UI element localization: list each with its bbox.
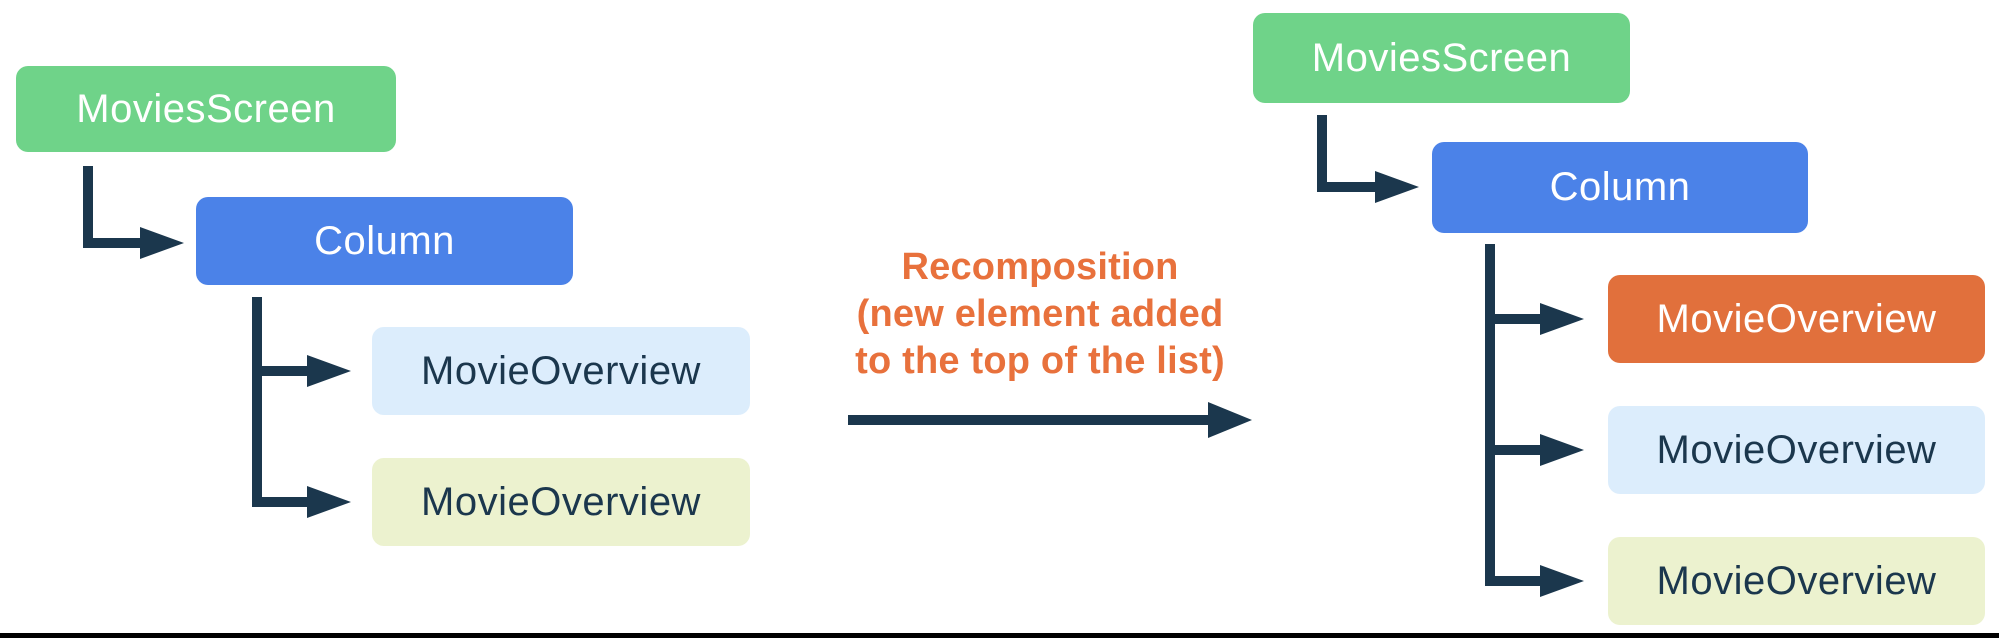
arrowhead-icon (1540, 565, 1584, 597)
left-movieoverview-node-2: MovieOverview (372, 458, 750, 546)
connector-horizontal (83, 238, 140, 248)
right-movieoverview-node-2: MovieOverview (1608, 406, 1985, 494)
connector-vertical (252, 297, 262, 507)
connector-vertical (1485, 244, 1495, 586)
bottom-divider (0, 633, 1999, 638)
right-moviesscreen-node: MoviesScreen (1253, 13, 1630, 103)
connector-horizontal (1485, 314, 1540, 324)
right-column-node: Column (1432, 142, 1808, 233)
recomposition-label-line: (new element added (856, 293, 1224, 335)
connector-horizontal (1485, 576, 1540, 586)
recomposition-label-line: Recomposition (901, 246, 1179, 288)
arrowhead-icon (1540, 303, 1584, 335)
recomposition-label-line: to the top of the list) (855, 340, 1225, 382)
connector-horizontal (1485, 445, 1540, 455)
arrowhead-icon (307, 355, 351, 387)
right-movieoverview-node-new: MovieOverview (1608, 275, 1985, 363)
connector-horizontal (252, 497, 307, 507)
connector-vertical (83, 166, 93, 248)
connector-vertical (1317, 115, 1327, 192)
connector-horizontal (252, 366, 307, 376)
arrowhead-icon (1375, 171, 1419, 203)
arrowhead-icon (307, 486, 351, 518)
connector-horizontal (1317, 182, 1375, 192)
arrowhead-icon (1540, 434, 1584, 466)
left-movieoverview-node-1: MovieOverview (372, 327, 750, 415)
recomposition-arrow (848, 415, 1208, 425)
arrowhead-icon (140, 227, 184, 259)
left-moviesscreen-node: MoviesScreen (16, 66, 396, 152)
arrowhead-icon (1208, 402, 1252, 438)
recomposition-label: Recomposition (new element added to the … (800, 244, 1280, 385)
right-movieoverview-node-3: MovieOverview (1608, 537, 1985, 625)
left-column-node: Column (196, 197, 573, 285)
